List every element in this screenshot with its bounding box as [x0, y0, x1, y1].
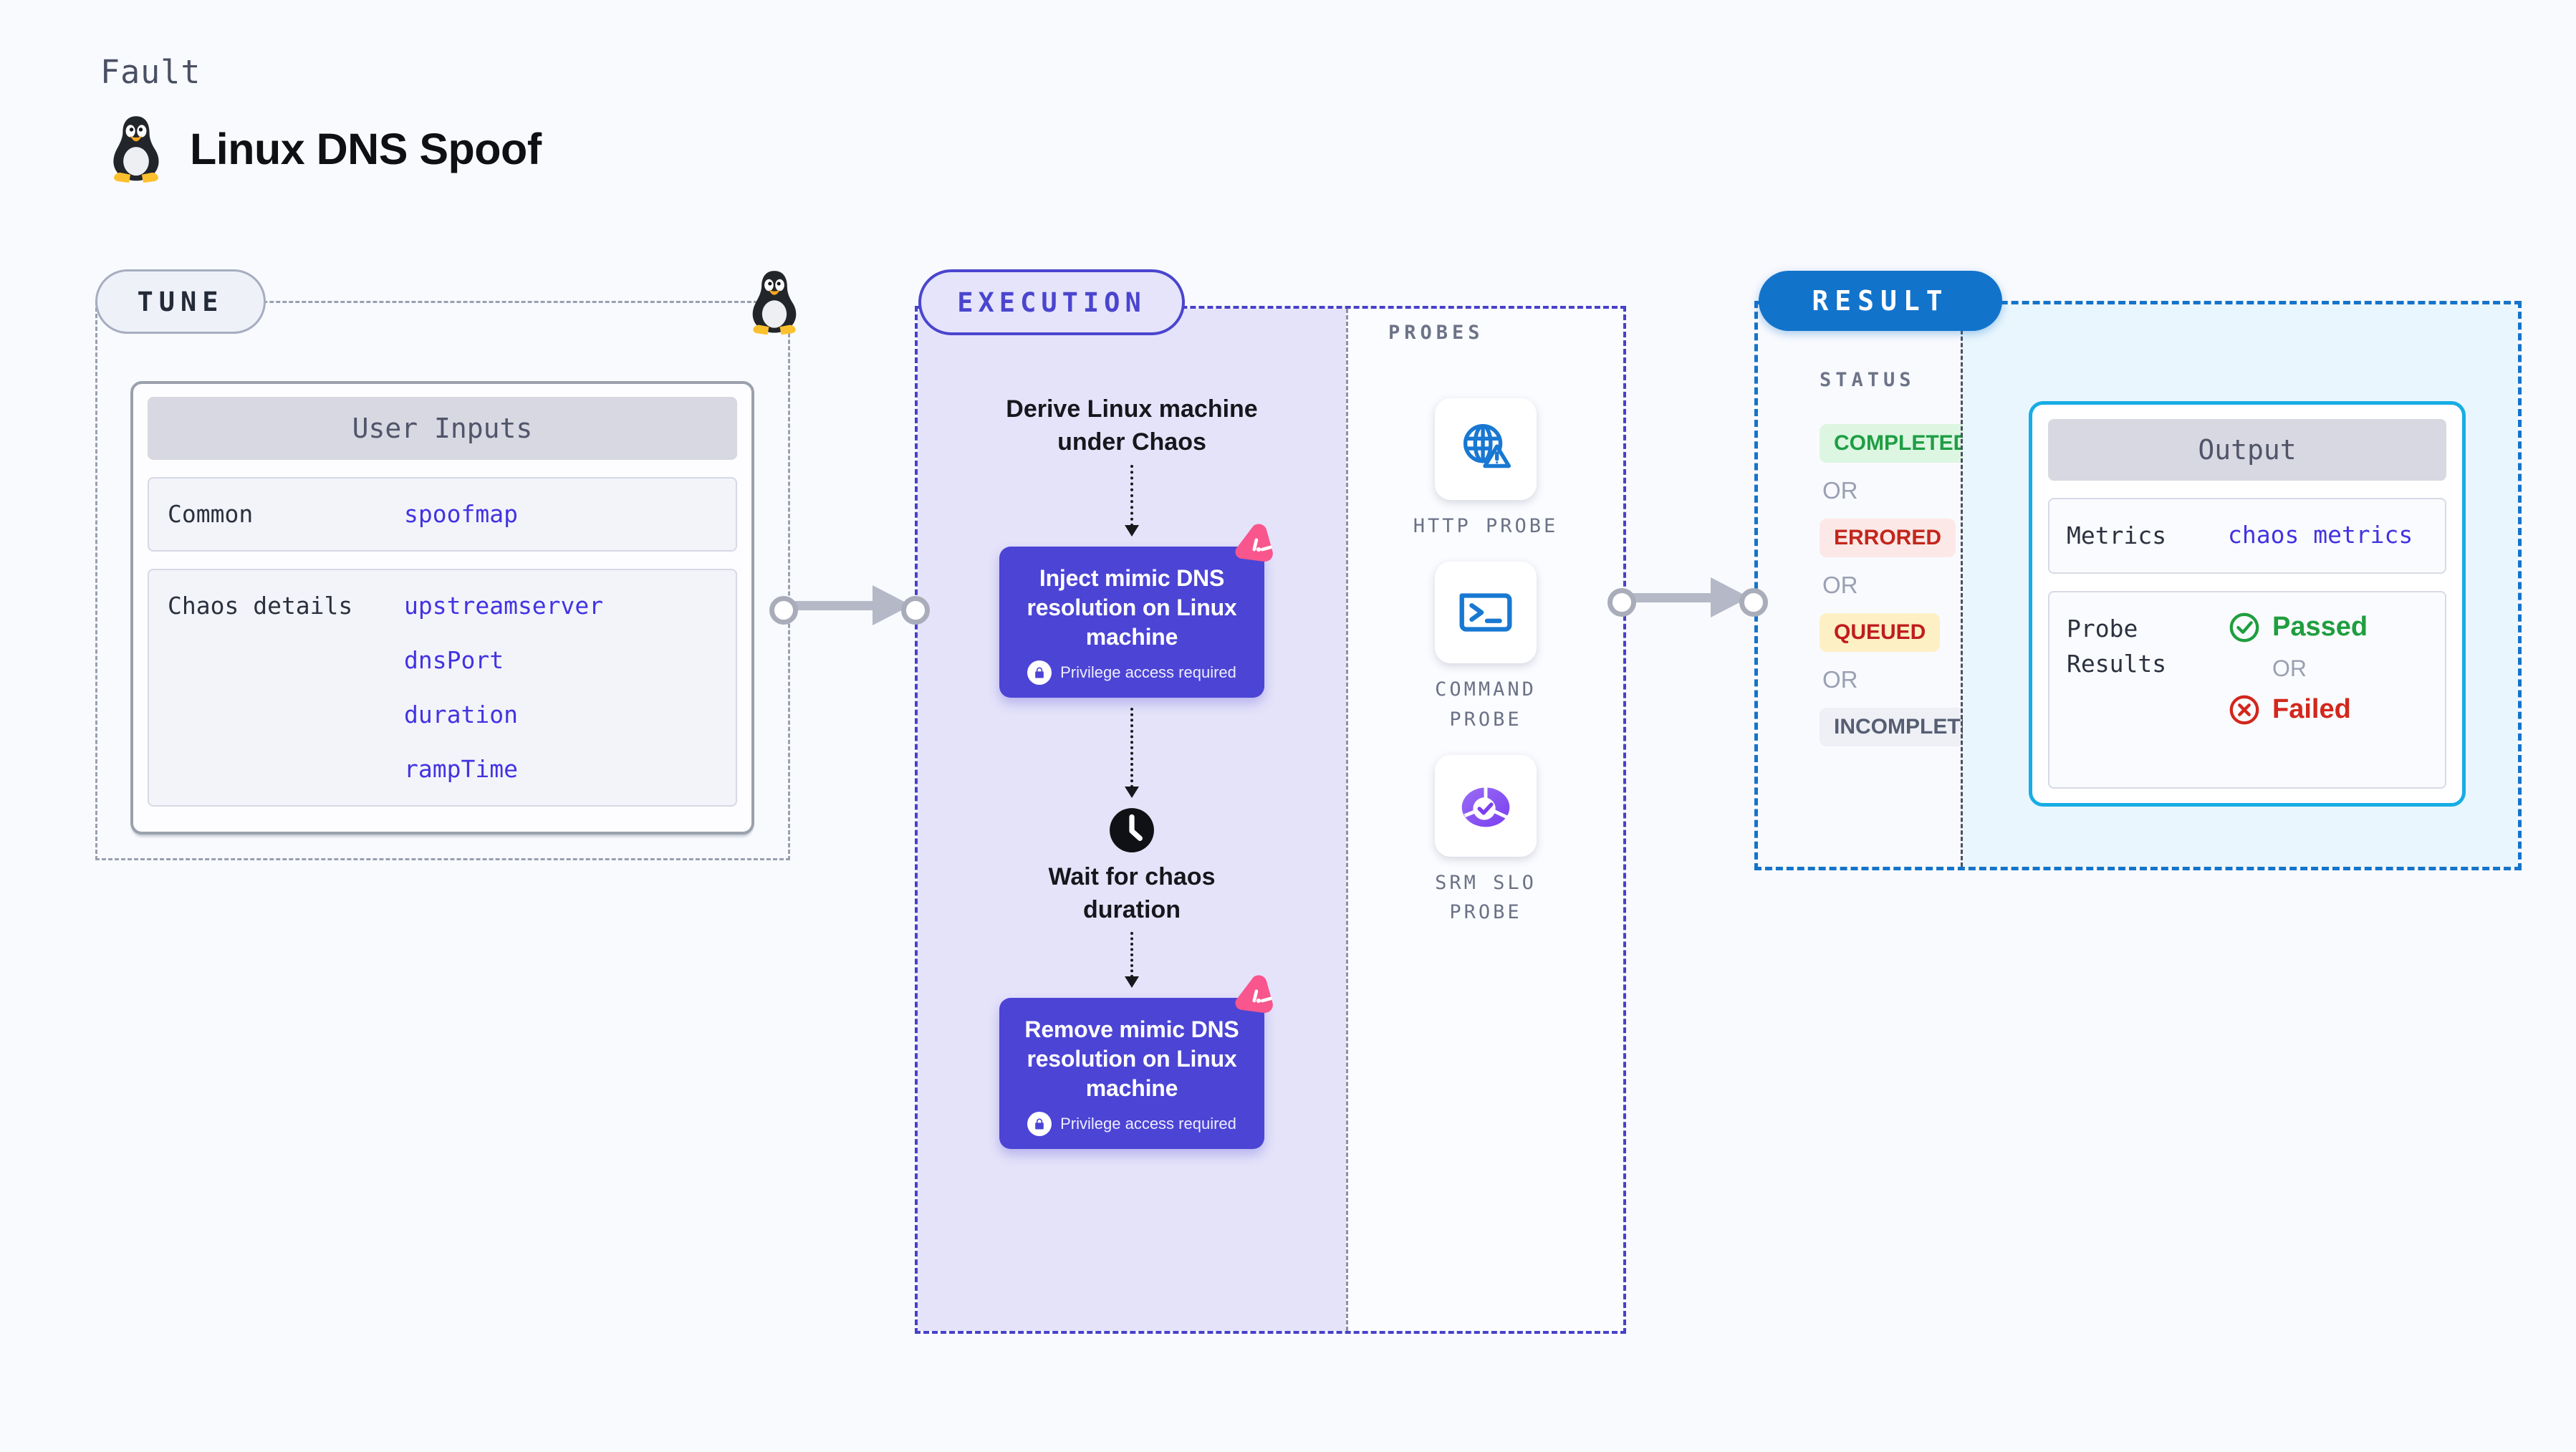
flow-connector	[1125, 707, 1139, 798]
probe-results-row: Probe Results Passed OR Failed	[2048, 590, 2446, 789]
flow-connector	[1125, 464, 1139, 537]
step-remove-label: Remove mimic DNS resolution on Linux mac…	[1024, 1016, 1239, 1102]
status-badge-errored: ERRORED	[1820, 519, 1956, 557]
pie-check-icon	[1461, 784, 1510, 827]
input-value: upstreamserver	[404, 592, 604, 620]
or-separator: OR	[1822, 572, 1858, 598]
lock-icon	[1027, 660, 1052, 685]
metrics-value: chaos metrics	[2228, 521, 2413, 549]
execution-badge: EXECUTION	[918, 269, 1185, 335]
or-separator: OR	[1822, 666, 1858, 693]
probes-label: PROBES	[1388, 322, 1484, 344]
status-label: STATUS	[1820, 369, 1916, 391]
probe-item-srm-slo: SRM SLO PROBE	[1396, 754, 1575, 928]
fault-kicker: Fault	[100, 53, 201, 91]
user-inputs-header: User Inputs	[148, 397, 737, 460]
input-row-label: Common	[168, 500, 254, 528]
step-inject-label: Inject mimic DNS resolution on Linux mac…	[1027, 564, 1237, 650]
privilege-note: Privilege access required	[1017, 660, 1247, 685]
tune-section-box	[95, 301, 790, 860]
step-remove-box: Remove mimic DNS resolution on Linux mac…	[999, 998, 1264, 1150]
output-header: Output	[2048, 419, 2446, 481]
status-badge-completed: COMPLETED	[1820, 424, 1984, 463]
passed-line: Passed	[2228, 611, 2368, 644]
page-title: Linux DNS Spoof	[190, 125, 542, 173]
probe-item-command: COMMAND PROBE	[1396, 561, 1575, 735]
probe-card	[1435, 754, 1537, 857]
tune-to-execution-arrow	[769, 583, 930, 628]
probe-name: HTTP PROBE	[1413, 515, 1559, 537]
probe-card	[1435, 398, 1537, 500]
probe-name: SRM SLO PROBE	[1435, 871, 1537, 924]
clock-icon	[1110, 807, 1154, 852]
execution-probes-divider	[1346, 309, 1348, 1331]
metrics-row: Metrics chaos metrics	[2048, 498, 2446, 574]
terminal-icon	[1459, 593, 1512, 632]
result-badge: RESULT	[1759, 271, 2002, 331]
failed-label: Failed	[2272, 694, 2351, 724]
passed-label: Passed	[2272, 612, 2368, 642]
metrics-label: Metrics	[2067, 521, 2167, 549]
tune-badge: TUNE	[95, 269, 266, 334]
input-value: duration	[404, 701, 518, 729]
lock-icon	[1027, 1112, 1052, 1137]
fault-title-row: Linux DNS Spoof	[104, 113, 542, 185]
input-value: rampTime	[404, 755, 518, 783]
input-row-label: Chaos details	[168, 592, 353, 620]
output-card: Output Metrics chaos metrics Probe Resul…	[2029, 401, 2466, 807]
status-output-divider	[1961, 304, 1963, 867]
step-wait: Wait for chaos duration	[1048, 862, 1216, 923]
probe-results-label: Probe Results	[2067, 614, 2167, 678]
chaos-logo-icon	[1231, 519, 1287, 575]
probes-panel: PROBES HTTP PROBE	[1348, 309, 1623, 1331]
probe-name: COMMAND PROBE	[1435, 678, 1537, 731]
status-badge-queued: QUEUED	[1820, 613, 1941, 652]
privilege-note: Privilege access required	[1017, 1112, 1247, 1137]
globe-alert-icon	[1463, 423, 1512, 468]
probe-item-http: HTTP PROBE	[1396, 398, 1575, 542]
privilege-note-label: Privilege access required	[1060, 1115, 1236, 1133]
x-circle-icon	[2229, 695, 2259, 724]
failed-line: Failed	[2228, 693, 2368, 726]
step-inject-box: Inject mimic DNS resolution on Linux mac…	[999, 547, 1264, 698]
input-value: dnsPort	[404, 646, 504, 674]
execution-flow-panel: Derive Linux machine under Chaos Inject …	[918, 309, 1346, 1331]
execution-section-box: Derive Linux machine under Chaos Inject …	[915, 306, 1626, 1334]
input-value: spoofmap	[404, 500, 518, 528]
input-row-common: Common spoofmap	[148, 477, 737, 552]
status-panel: STATUS COMPLETED OR ERRORED OR QUEUED OR…	[1758, 304, 2005, 867]
probe-card	[1435, 561, 1537, 663]
flow-connector	[1125, 932, 1139, 989]
privilege-note-label: Privilege access required	[1060, 663, 1236, 681]
check-circle-icon	[2229, 612, 2259, 642]
step-derive: Derive Linux machine under Chaos	[1006, 395, 1258, 456]
tux-penguin-icon	[752, 271, 797, 335]
user-inputs-card: User Inputs Common spoofmap Chaos detail…	[130, 381, 754, 835]
tux-penguin-icon	[113, 116, 159, 183]
or-separator: OR	[1822, 477, 1858, 504]
or-separator: OR	[2272, 655, 2307, 681]
execution-to-result-arrow	[1607, 575, 1768, 620]
input-row-chaos-details: Chaos details upstreamserver dnsPort dur…	[148, 569, 737, 807]
chaos-logo-icon	[1231, 971, 1287, 1027]
